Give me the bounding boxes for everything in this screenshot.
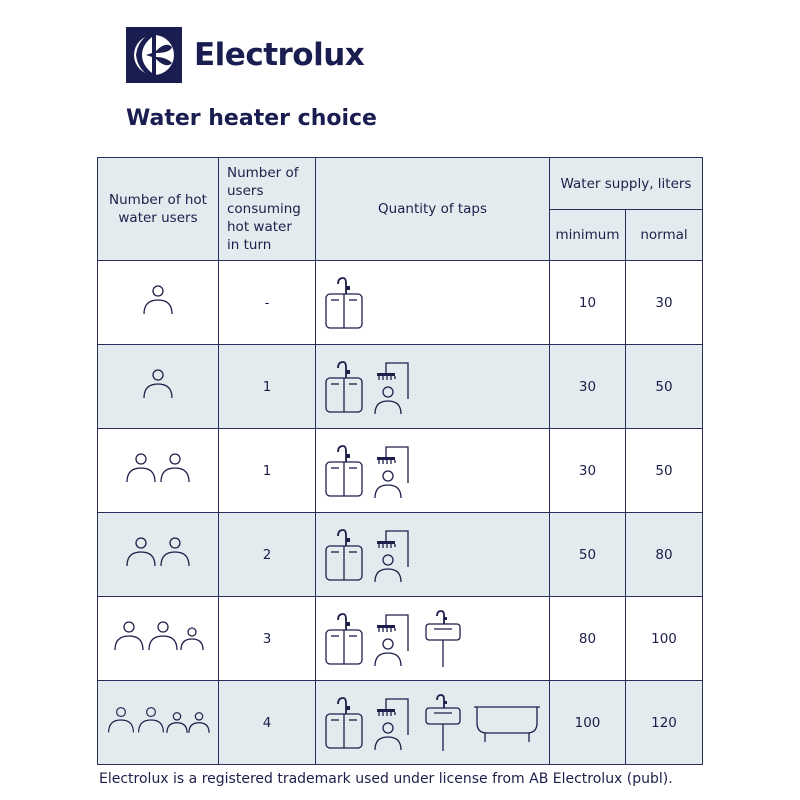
table-row: 1 30 50 [97, 428, 703, 513]
in-turn-cell: 4 [218, 680, 316, 765]
child-user-icon [166, 712, 188, 733]
taps-cell [315, 512, 550, 597]
users-cell [97, 428, 219, 513]
washbasin-icon [424, 693, 461, 751]
shower-icon [374, 445, 409, 498]
shower-icon [374, 361, 409, 414]
kitchen-sink-icon [325, 276, 363, 329]
water-heater-table: Number of hot water users Number of user… [97, 157, 703, 765]
shower-icon [374, 613, 409, 666]
adult-user-icon [148, 621, 178, 651]
trademark-footnote: Electrolux is a registered trademark use… [99, 771, 673, 787]
table-row: 1 30 50 [97, 344, 703, 429]
users-cell [97, 680, 219, 765]
shower-icon [374, 529, 409, 582]
bathtub-icon [473, 705, 540, 742]
minimum-cell: 30 [549, 344, 626, 429]
kitchen-sink-icon [325, 360, 363, 413]
in-turn-cell: 1 [218, 428, 316, 513]
normal-cell: 120 [625, 680, 703, 765]
in-turn-cell: - [218, 260, 316, 345]
page-title: Water heater choice [126, 106, 377, 131]
adult-user-icon [126, 537, 156, 567]
electrolux-logo: Electrolux [126, 27, 365, 83]
minimum-cell: 50 [549, 512, 626, 597]
header-normal: normal [625, 209, 703, 261]
kitchen-sink-icon [325, 612, 363, 665]
taps-cell [315, 680, 550, 765]
in-turn-cell: 3 [218, 596, 316, 681]
header-water-supply: Water supply, liters [549, 157, 703, 210]
taps-cell [315, 596, 550, 681]
minimum-cell: 10 [549, 260, 626, 345]
header-taps: Quantity of taps [315, 157, 550, 261]
users-cell [97, 596, 219, 681]
adult-user-icon [114, 621, 144, 651]
kitchen-sink-icon [325, 444, 363, 497]
header-in-turn: Number of users consuming hot water in t… [218, 157, 316, 261]
header-minimum: minimum [549, 209, 626, 261]
normal-cell: 50 [625, 428, 703, 513]
adult-user-icon [143, 369, 173, 399]
child-user-icon [188, 712, 210, 733]
minimum-cell: 80 [549, 596, 626, 681]
table-row: - 10 30 [97, 260, 703, 345]
taps-cell [315, 428, 550, 513]
normal-cell: 50 [625, 344, 703, 429]
brand-name: Electrolux [194, 37, 365, 73]
table-row: 2 50 80 [97, 512, 703, 597]
kitchen-sink-icon [325, 528, 363, 581]
adult-user-icon [126, 453, 156, 483]
adult-user-icon [138, 707, 164, 733]
header-users: Number of hot water users [97, 157, 219, 261]
adult-user-icon [160, 453, 190, 483]
taps-cell [315, 260, 550, 345]
minimum-cell: 30 [549, 428, 626, 513]
adult-user-icon [143, 285, 173, 315]
taps-cell [315, 344, 550, 429]
minimum-cell: 100 [549, 680, 626, 765]
in-turn-cell: 1 [218, 344, 316, 429]
users-cell [97, 344, 219, 429]
normal-cell: 80 [625, 512, 703, 597]
kitchen-sink-icon [325, 696, 363, 749]
in-turn-cell: 2 [218, 512, 316, 597]
normal-cell: 30 [625, 260, 703, 345]
electrolux-logo-icon [126, 27, 182, 83]
normal-cell: 100 [625, 596, 703, 681]
washbasin-icon [424, 609, 461, 667]
adult-user-icon [160, 537, 190, 567]
table-row: 4 100 120 [97, 680, 703, 765]
child-user-icon [180, 627, 204, 651]
users-cell [97, 512, 219, 597]
shower-icon [374, 697, 409, 750]
adult-user-icon [108, 707, 134, 733]
table-row: 3 80 100 [97, 596, 703, 681]
users-cell [97, 260, 219, 345]
